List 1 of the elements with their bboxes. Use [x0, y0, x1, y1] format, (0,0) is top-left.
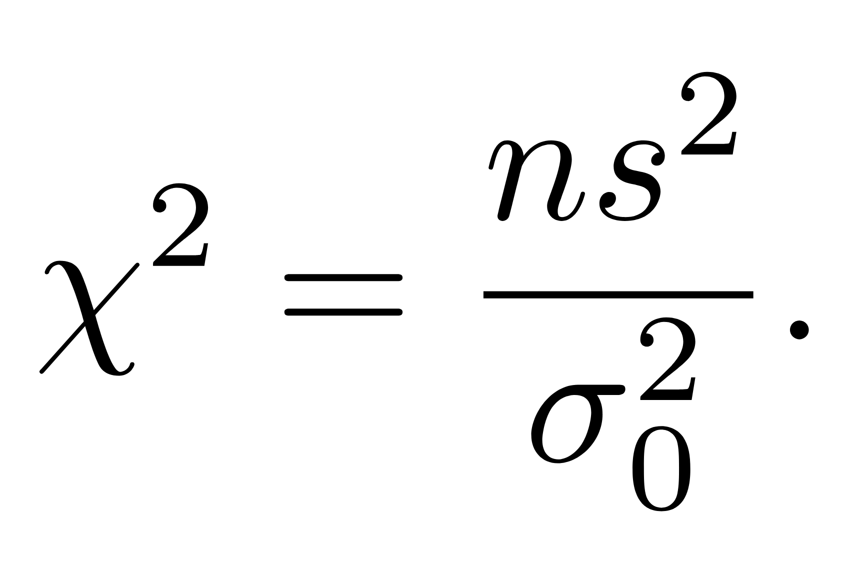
formula: $\chi^{2} = \frac{ns^{2}}{\sigma_{0}^{2}}.$	[39, 72, 809, 512]
